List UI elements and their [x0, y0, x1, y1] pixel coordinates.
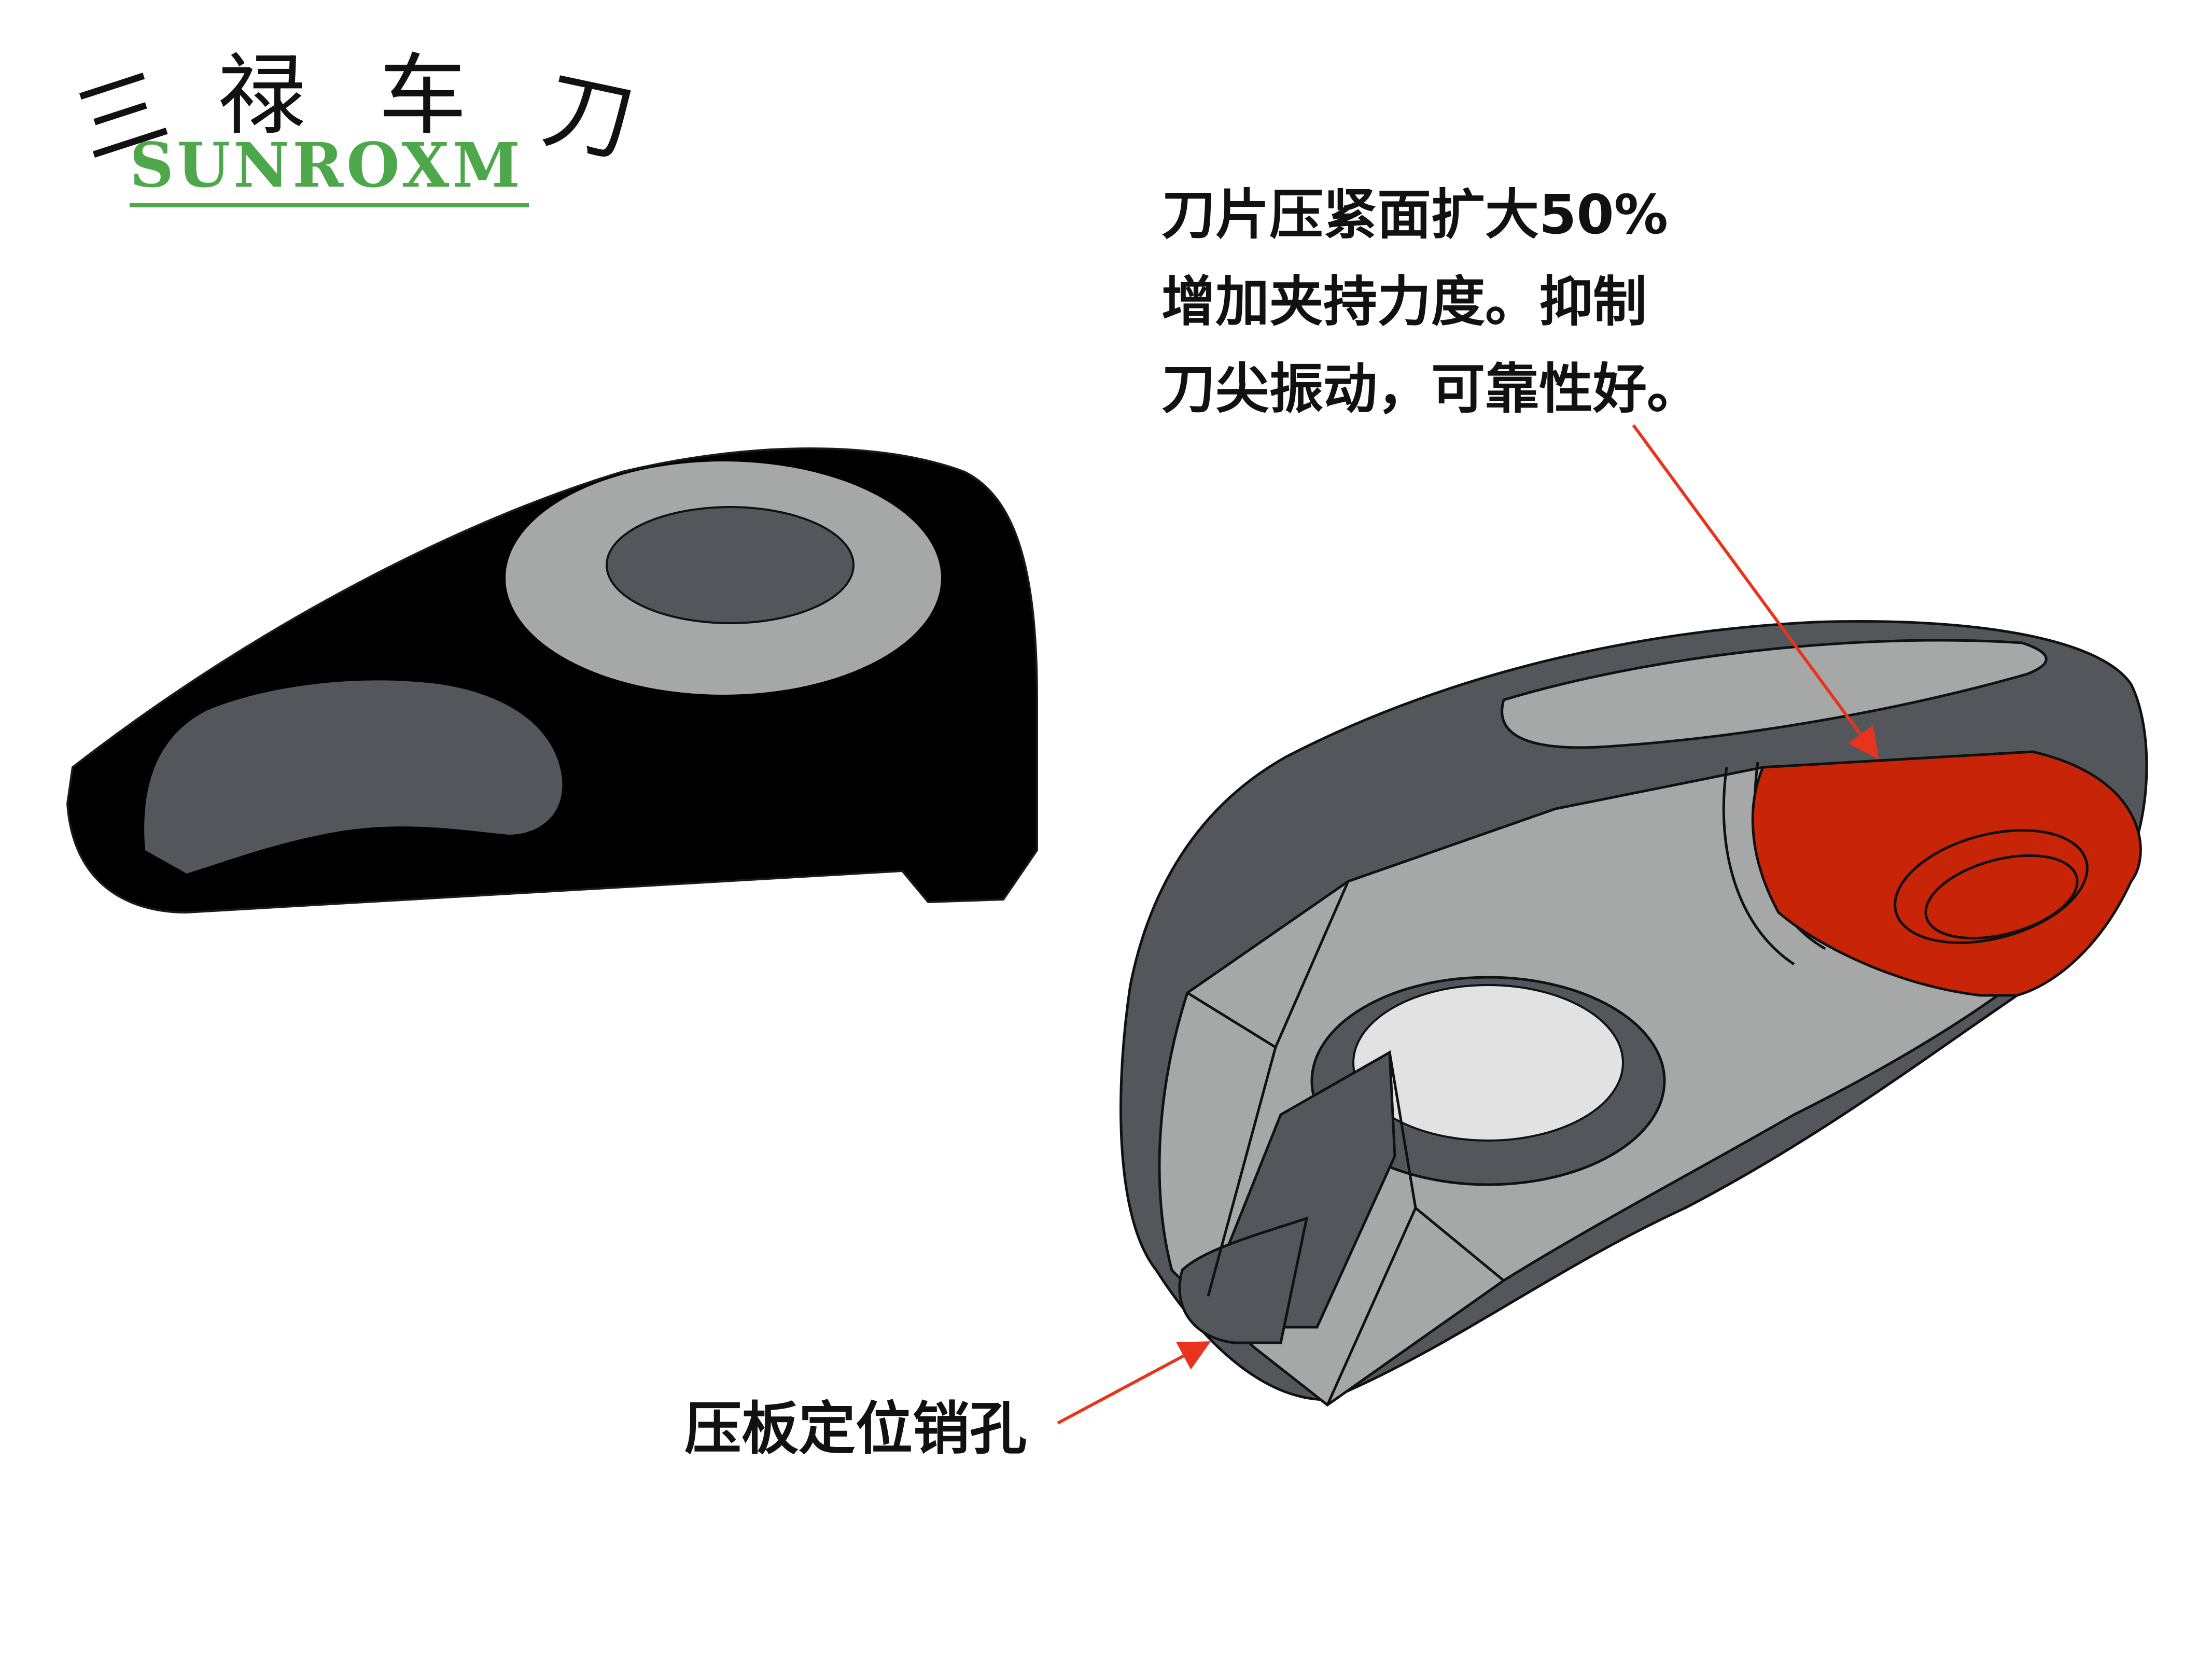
right-clamp-facets	[1186, 880, 1505, 1406]
top-callout-line-2: 增加夹持力度。抑制	[1161, 270, 1647, 333]
red-surface-boss-inner	[1924, 854, 2079, 940]
logo-char-3: 车	[379, 45, 467, 147]
logo-chinese: 三 禄 车 刀	[64, 41, 642, 179]
logo-english: SUNROXM	[130, 129, 523, 201]
right-clamp-pin-hole	[1178, 1216, 1309, 1344]
bottom-callout-arrow	[1057, 1341, 1211, 1425]
left-clamp	[66, 447, 1038, 914]
top-callout-arrow	[1632, 424, 1879, 760]
bottom-callout-text: 压板定位销孔	[684, 1396, 1027, 1462]
left-clamp-boss	[606, 506, 855, 624]
top-callout-line-3: 刀尖振动，可靠性好。	[1161, 357, 1701, 420]
right-clamp-top-rib	[1501, 639, 2048, 749]
right-clamp-red-surface	[1751, 750, 2142, 997]
red-surface-boss-outer	[1894, 829, 2089, 944]
right-clamp	[1119, 620, 2148, 1407]
logo-underline	[130, 203, 529, 207]
right-clamp-bore-face	[1352, 984, 1624, 1142]
left-clamp-pad	[144, 680, 563, 874]
top-callout-line-1: 刀片压紧面扩大50%	[1161, 183, 1668, 246]
logo-char-2: 禄	[218, 45, 306, 147]
top-callout-text: 刀片压紧面扩大50% 增加夹持力度。抑制 刀尖振动，可靠性好。	[1161, 171, 1701, 432]
